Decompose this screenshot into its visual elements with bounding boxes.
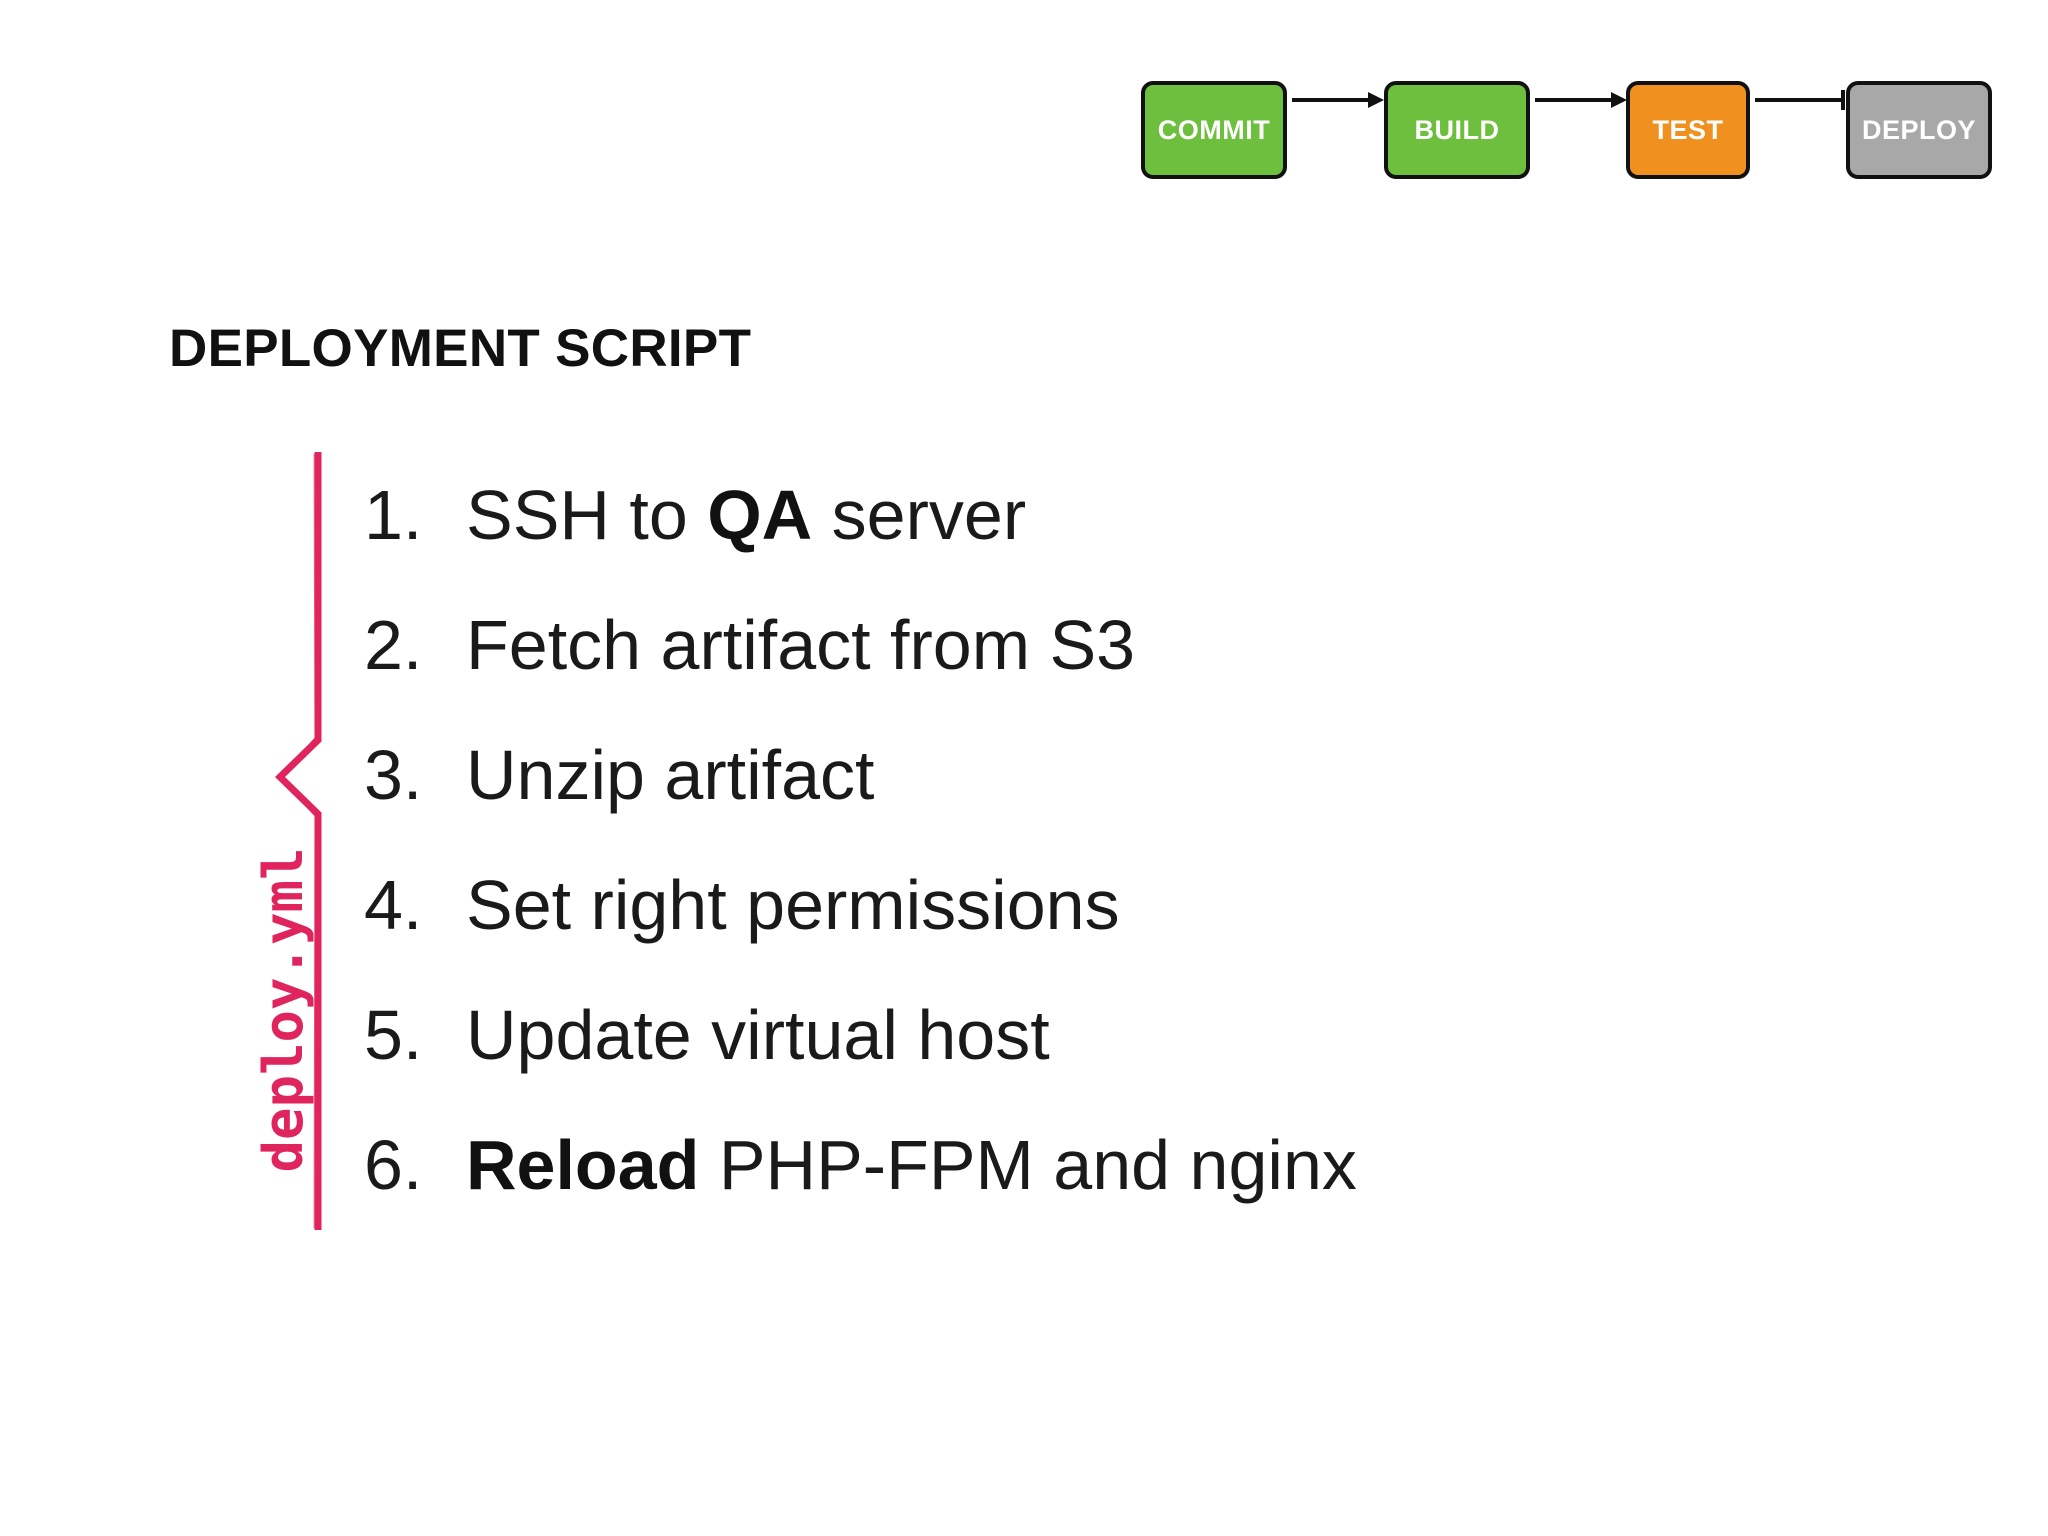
- step-number: 4.: [364, 866, 423, 944]
- step-item: 1. SSH to QA server: [364, 470, 1357, 600]
- deployment-steps: 1. SSH to QA server 2. Fetch artifact from…: [364, 470, 1357, 1250]
- stage-build: BUILD: [1384, 81, 1530, 179]
- step-text-bold: Reload: [466, 1126, 700, 1204]
- step-item: 3. Unzip artifact: [364, 730, 1357, 860]
- stage-build-label: BUILD: [1414, 114, 1500, 145]
- page-title: DEPLOYMENT SCRIPT: [169, 319, 752, 378]
- step-text: Update virtual host: [466, 996, 1050, 1074]
- step-number: 6.: [364, 1126, 423, 1204]
- stage-deploy: DEPLOY: [1846, 81, 1992, 179]
- step-text-bold: QA: [707, 476, 813, 554]
- step-item: 2. Fetch artifact from S3: [364, 600, 1357, 730]
- stage-commit-label: COMMIT: [1157, 114, 1271, 145]
- step-text: Set right permissions: [466, 866, 1120, 944]
- step-item: 6. Reload PHP-FPM and nginx: [364, 1120, 1357, 1250]
- connector-test-deploy: [1755, 90, 1845, 110]
- step-number: 1.: [364, 476, 423, 554]
- brace-label: deploy.yml: [252, 847, 315, 1173]
- stage-commit: COMMIT: [1141, 81, 1287, 179]
- stage-test: TEST: [1626, 81, 1750, 179]
- stage-test-label: TEST: [1652, 114, 1724, 145]
- step-text: server: [812, 476, 1027, 554]
- step-number: 3.: [364, 736, 423, 814]
- step-number: 2.: [364, 606, 423, 684]
- step-text: Fetch artifact from S3: [466, 606, 1136, 684]
- step-text: PHP-FPM and nginx: [699, 1126, 1357, 1204]
- pipeline-diagram: COMMIT BUILD TEST DEPLOY: [0, 0, 2048, 200]
- stage-deploy-label: DEPLOY: [1861, 114, 1977, 145]
- step-text: Unzip artifact: [466, 736, 875, 814]
- step-number: 5.: [364, 996, 423, 1074]
- arrow-build-test: [1535, 92, 1627, 108]
- step-item: 4. Set right permissions: [364, 860, 1357, 990]
- step-item: 5. Update virtual host: [364, 990, 1357, 1120]
- arrow-commit-build: [1292, 92, 1384, 108]
- curly-brace-icon: [274, 452, 322, 1230]
- step-text: SSH to: [466, 476, 708, 554]
